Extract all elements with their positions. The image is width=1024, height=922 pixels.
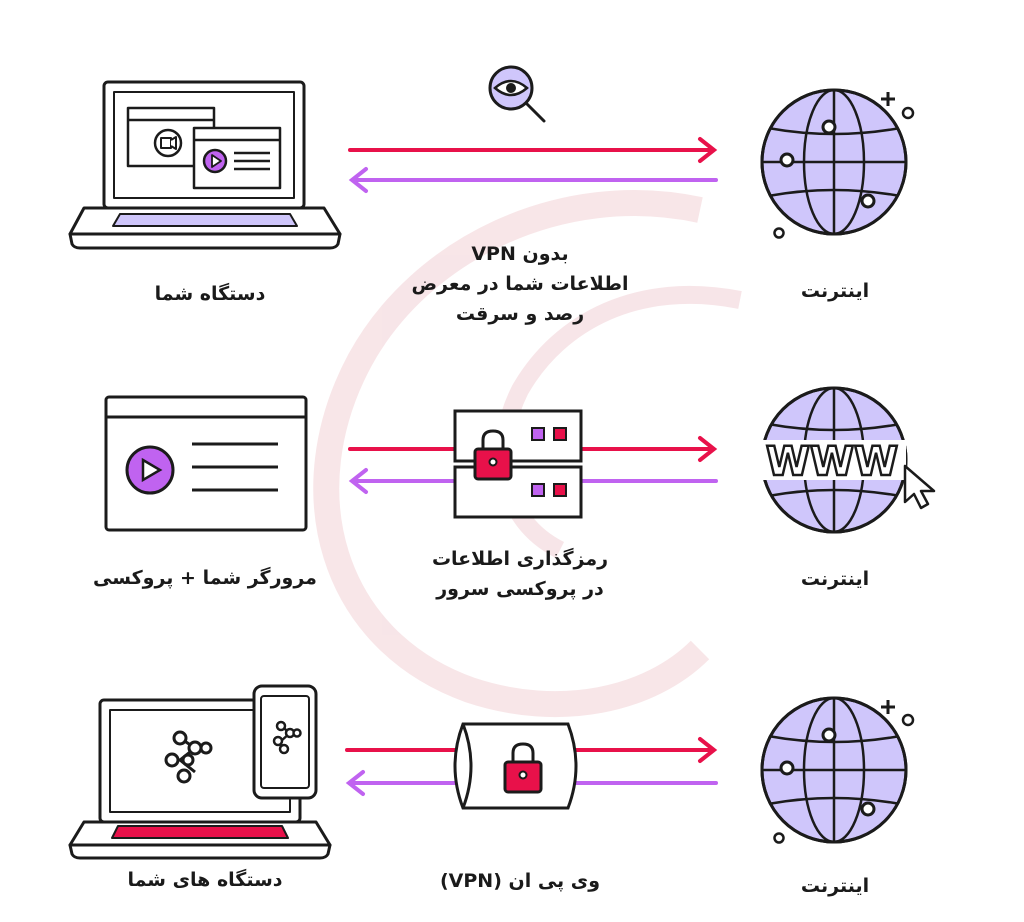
row2-left-label: مرورگر شما + پروکسی <box>93 567 317 589</box>
row3-middle-label: وی پی ان (VPN) <box>410 866 630 896</box>
row1-middle-line-2: اطلاعات شما در معرض <box>411 273 629 295</box>
row1-right-label: اینترنت <box>800 280 870 302</box>
arrows-row-1 <box>348 137 718 193</box>
laptop-with-windows-icon <box>68 80 342 250</box>
row2-middle-label: رمزگذاری اطلاعات در پروکسی سرور <box>400 544 640 604</box>
globe-icon <box>760 696 915 844</box>
row3-middle-line-1: وی پی ان (VPN) <box>439 870 601 892</box>
laptop-phone-icon <box>68 684 332 860</box>
row1-middle-label: بدون VPN اطلاعات شما در معرض رصد و سرقت <box>390 239 650 329</box>
proxy-server-lock-icon <box>453 409 583 519</box>
browser-window-icon <box>104 395 308 532</box>
row1-left-label: دستگاه شما <box>154 283 266 305</box>
vpn-tunnel-lock-icon <box>453 722 578 810</box>
row1-middle-line-3: رصد و سرقت <box>455 303 585 325</box>
row2-middle-line-1: رمزگذاری اطلاعات <box>431 548 609 570</box>
row2-right-label: اینترنت <box>800 568 870 590</box>
eye-magnifier-icon <box>488 65 546 123</box>
row1-middle-line-1: بدون VPN <box>471 243 569 265</box>
row3-right-label: اینترنت <box>800 875 870 897</box>
www-text: WWW <box>766 439 898 485</box>
www-globe-cursor-icon: WWW <box>758 386 936 534</box>
row3-left-label: دستگاه های شما <box>127 869 283 891</box>
globe-icon <box>760 88 915 239</box>
row2-middle-line-2: در پروکسی سرور <box>436 578 604 600</box>
